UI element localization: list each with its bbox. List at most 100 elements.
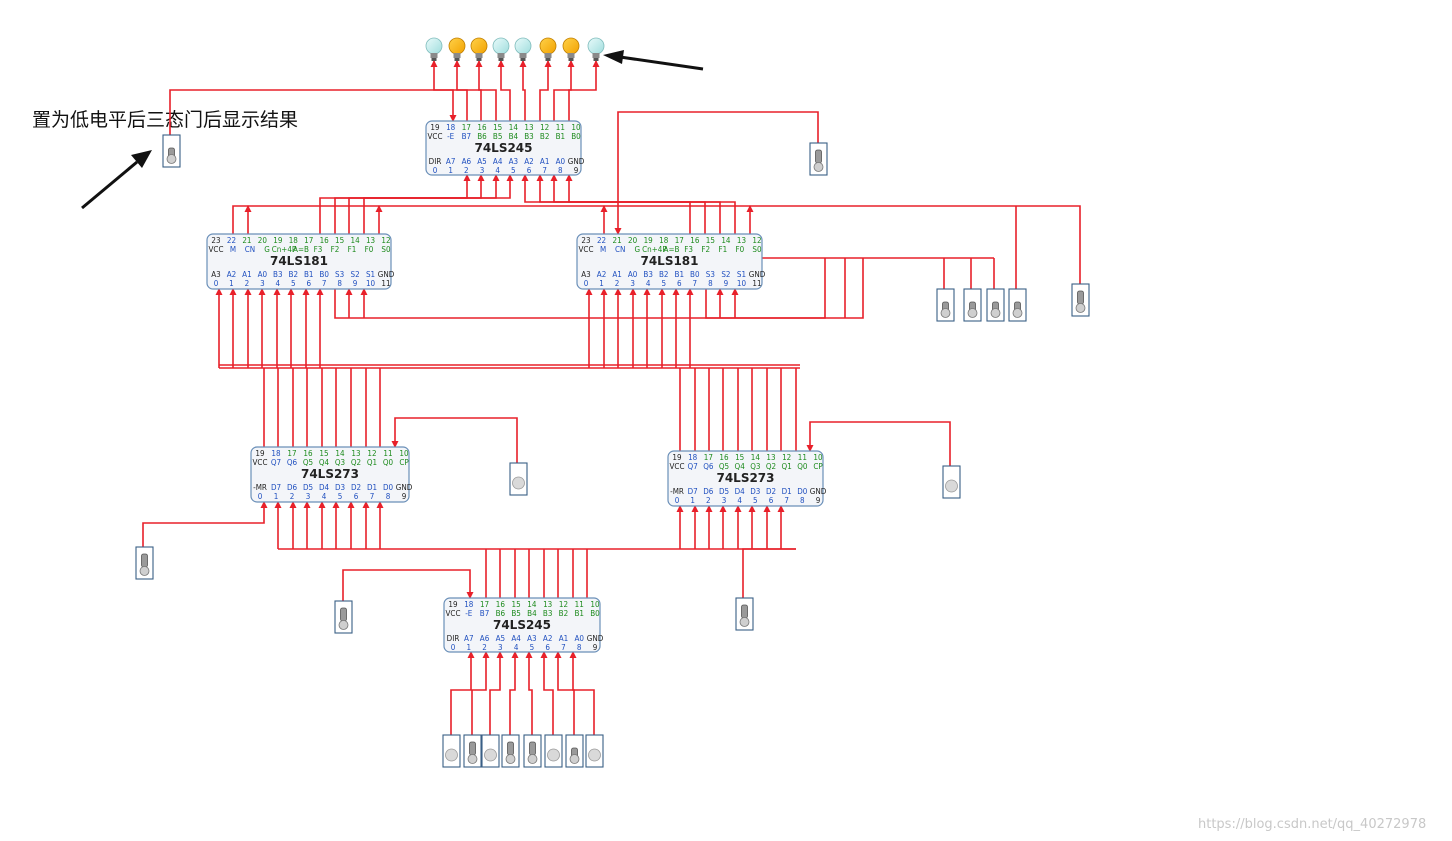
pin-number: 12 xyxy=(367,449,376,458)
wire xyxy=(568,60,600,121)
pin-label: S1 xyxy=(737,270,746,279)
pin-number: 12 xyxy=(381,236,390,245)
pin-label: VCC xyxy=(428,132,443,141)
pin-number: 13 xyxy=(351,449,360,458)
pin-label: A=B xyxy=(664,245,680,254)
switch-alu-mode-0[interactable] xyxy=(936,288,955,322)
wire xyxy=(348,174,500,234)
pin-number: 14 xyxy=(351,236,361,245)
switch-alu-mode-2[interactable] xyxy=(986,288,1005,322)
pin-label: VCC xyxy=(209,245,224,254)
pin-label: D6 xyxy=(703,487,714,496)
pin-number: 1 xyxy=(599,279,604,288)
pin-number: 19 xyxy=(672,453,682,462)
switch-annotated[interactable] xyxy=(162,134,181,168)
wire xyxy=(471,651,490,735)
pin-label: D0 xyxy=(383,483,394,492)
lamp-3 xyxy=(514,37,532,61)
pin-number: 8 xyxy=(577,643,582,652)
pin-label: D4 xyxy=(735,487,746,496)
switch-input-0[interactable] xyxy=(442,734,461,768)
wire xyxy=(391,417,518,463)
pin-label: A2 xyxy=(524,157,534,166)
pin-number: 5 xyxy=(511,166,516,175)
pin-number: 17 xyxy=(287,449,296,458)
pin-number: 15 xyxy=(706,236,715,245)
switch-input-3[interactable] xyxy=(501,734,520,768)
wire xyxy=(614,111,819,235)
chip-name: 74LS181 xyxy=(640,254,698,268)
switch-reg-right-mr[interactable] xyxy=(735,597,754,631)
pin-label: Q2 xyxy=(766,462,776,471)
wire xyxy=(509,651,519,735)
pin-number: 10 xyxy=(366,279,376,288)
switch-alu-mode-1[interactable] xyxy=(963,288,982,322)
chip-name: 74LS245 xyxy=(493,618,551,632)
switches xyxy=(135,134,1090,768)
switch-reg-right-cp[interactable] xyxy=(942,465,961,499)
pin-label: B0 xyxy=(690,270,700,279)
pin-number: 21 xyxy=(242,236,251,245)
pin-label: S0 xyxy=(752,245,762,254)
pin-label: B0 xyxy=(590,609,600,618)
wire xyxy=(519,60,527,121)
pin-label: Q1 xyxy=(782,462,792,471)
pin-number: 11 xyxy=(556,123,565,132)
switch-input-2[interactable] xyxy=(481,734,500,768)
switch-input-4[interactable] xyxy=(523,734,542,768)
switch-alu-mode-3[interactable] xyxy=(1008,288,1027,322)
pin-number: 0 xyxy=(433,166,438,175)
pin-label: -MR xyxy=(253,483,267,492)
pin-number: 17 xyxy=(704,453,713,462)
switch-reg-left-cp[interactable] xyxy=(509,462,528,496)
pin-number: 4 xyxy=(514,643,519,652)
pin-label: GND xyxy=(810,487,827,496)
switch-input-7[interactable] xyxy=(585,734,604,768)
pin-label: Q4 xyxy=(319,458,330,467)
pin-label: A1 xyxy=(242,270,252,279)
switch-reg-left-mr[interactable] xyxy=(135,546,154,580)
pin-label: F3 xyxy=(684,245,693,254)
lamp-7 xyxy=(425,37,443,61)
pin-number: 12 xyxy=(540,123,549,132)
pin-number: 14 xyxy=(335,449,345,458)
lamp-6 xyxy=(448,37,466,61)
pin-number: 5 xyxy=(291,279,296,288)
switch-bus-top-enable[interactable] xyxy=(809,142,828,176)
pin-label: Q0 xyxy=(797,462,808,471)
pin-number: 21 xyxy=(613,236,622,245)
switch-input-5[interactable] xyxy=(544,734,563,768)
pin-label: A7 xyxy=(464,634,474,643)
pin-label: B3 xyxy=(643,270,653,279)
pin-label: B2 xyxy=(540,132,550,141)
pin-number: 1 xyxy=(690,496,695,505)
pin-number: 0 xyxy=(584,279,589,288)
pin-label: GND xyxy=(396,483,413,492)
switch-input-6[interactable] xyxy=(565,734,584,768)
pin-label: Q6 xyxy=(703,462,714,471)
pin-number: 1 xyxy=(448,166,453,175)
pin-number: 11 xyxy=(575,600,584,609)
pin-number: 3 xyxy=(498,643,503,652)
pin-label: VCC xyxy=(670,462,685,471)
pin-number: 3 xyxy=(260,279,265,288)
switch-alu-cn[interactable] xyxy=(1071,283,1090,317)
pin-label: B6 xyxy=(477,132,487,141)
pin-label: B7 xyxy=(480,609,490,618)
switch-bus-bottom-enable[interactable] xyxy=(334,600,353,634)
pin-number: 18 xyxy=(464,600,474,609)
pin-number: 0 xyxy=(258,492,263,501)
pin-number: 14 xyxy=(527,600,537,609)
pin-label: VCC xyxy=(253,458,268,467)
pin-label: F0 xyxy=(736,245,745,254)
pin-label: Cn+4P xyxy=(642,245,667,254)
pin-number: 16 xyxy=(320,236,330,245)
pin-number: 18 xyxy=(289,236,299,245)
switch-input-1[interactable] xyxy=(463,734,482,768)
